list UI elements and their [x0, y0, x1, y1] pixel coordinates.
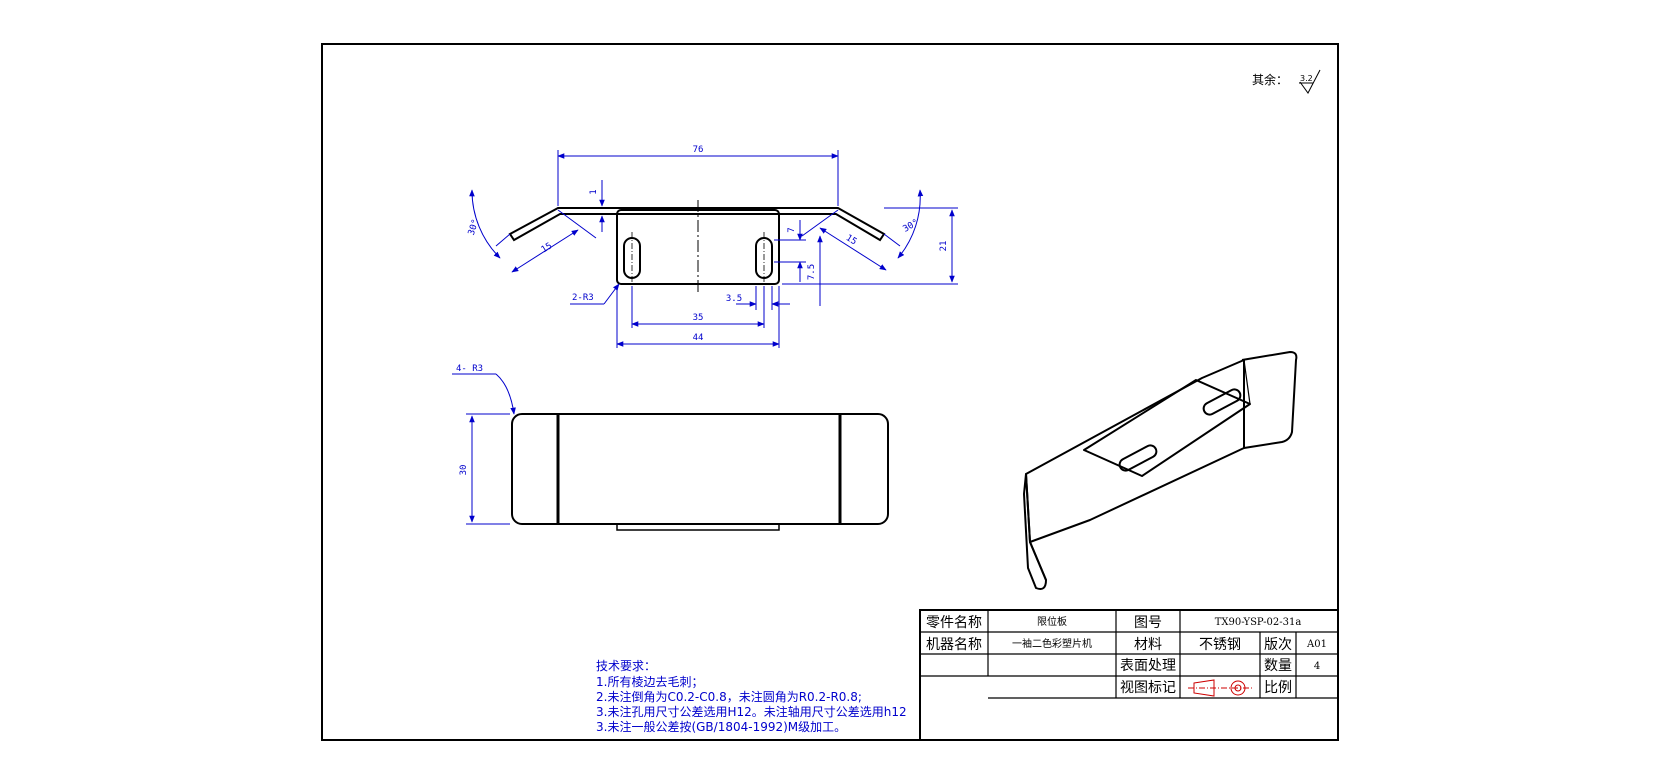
- dim-corner-radius-plan: 4- R3: [456, 364, 483, 374]
- dim-thickness: 1: [589, 189, 599, 194]
- plan-view: [511, 413, 889, 531]
- dim-angle-left: 30°: [467, 218, 482, 237]
- front-view-dimensions: [469, 150, 958, 348]
- technical-requirements: 技术要求： 1.所有棱边去毛刺； 2.未注倒角为C0.2-C0.8，未注圆角为R…: [596, 659, 907, 734]
- front-view: [508, 200, 886, 292]
- dim-plan-height: 30: [459, 465, 469, 476]
- iso-slot-right: [1202, 388, 1242, 416]
- dim-height: 21: [939, 241, 949, 252]
- plan-view-dimensions: [452, 373, 516, 525]
- iso-slot-left: [1118, 444, 1158, 472]
- dim-flange-right: 15: [844, 233, 858, 247]
- isometric-view: [1023, 351, 1298, 590]
- view-mark-label: 视图标记: [1120, 680, 1176, 696]
- tech-req-line-1: 1.所有棱边去毛刺；: [596, 674, 703, 689]
- material-label: 材料: [1134, 637, 1162, 653]
- plate-outline: [511, 413, 889, 525]
- material-value: 不锈钢: [1199, 637, 1241, 653]
- sheet-border: [321, 43, 1339, 741]
- dim-corner-radius-front: 2-R3: [572, 293, 594, 303]
- quantity-label: 数量: [1264, 658, 1292, 674]
- plan-view-dimension-text: 30 4- R3: [456, 364, 483, 475]
- scale-label: 比例: [1264, 680, 1292, 696]
- revision-value: A01: [1306, 639, 1327, 650]
- roughness-symbol-icon: [1299, 69, 1321, 94]
- machine-name-value: 一袖二色彩塑片机: [1012, 637, 1092, 650]
- dim-base-width: 44: [693, 333, 704, 343]
- tech-req-line-4: 3.未注一般公差按(GB/1804-1992)M级加工。: [596, 719, 846, 734]
- surface-roughness-note: 其余： 3.2: [1252, 69, 1321, 94]
- bracket-profile: [508, 207, 886, 242]
- drawing-no-label: 图号: [1134, 615, 1162, 631]
- hidden-body-edge: [616, 523, 780, 531]
- dim-flange-left: 15: [540, 241, 554, 255]
- tech-req-line-3: 3.未注孔用尺寸公差选用H12。未注轴用尺寸公差选用h12: [596, 704, 907, 719]
- title-block: 零件名称 限位板 图号 TX90-YSP-02-31a 机器名称 一袖二色彩塑片…: [919, 609, 1339, 741]
- revision-label: 版次: [1264, 637, 1292, 653]
- drawing-no-value: TX90-YSP-02-31a: [1215, 617, 1302, 628]
- dim-slot-offset: 7.5: [807, 264, 817, 280]
- roughness-prefix: 其余：: [1252, 72, 1288, 87]
- surface-treatment-label: 表面处理: [1120, 658, 1176, 674]
- quantity-value: 4: [1314, 661, 1320, 672]
- part-name-value: 限位板: [1037, 615, 1067, 628]
- part-name-label: 零件名称: [926, 615, 982, 631]
- machine-name-label: 机器名称: [926, 637, 982, 653]
- first-angle-projection-icon: [1188, 679, 1254, 697]
- dim-top-width: 76: [693, 145, 704, 155]
- dim-slot-pitch: 35: [693, 313, 704, 323]
- dim-slot-margin: 3.5: [726, 294, 742, 304]
- dim-slot-width: 7: [787, 227, 797, 232]
- tech-req-line-2: 2.未注倒角为C0.2-C0.8，未注圆角为R0.2-R0.8;: [596, 689, 862, 704]
- front-view-dimension-text: 76 1 30° 15 30° 15 21 7 7.5 35 3.5 44 2-…: [467, 145, 949, 343]
- tech-req-title: 技术要求：: [596, 659, 656, 673]
- roughness-value: 3.2: [1300, 74, 1313, 83]
